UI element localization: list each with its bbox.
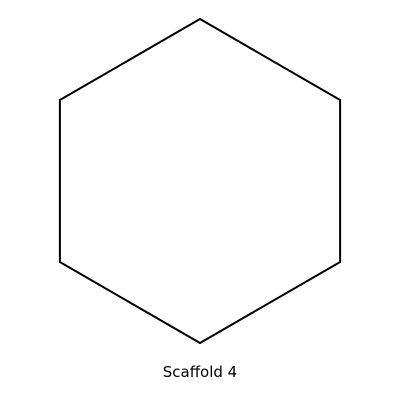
ring-bond-6 (58, 18, 201, 101)
ring-bond-3 (199, 261, 342, 344)
scaffold-caption: Scaffold 4 (162, 363, 238, 381)
ring-bond-4 (58, 261, 201, 344)
ring-bond-1 (199, 18, 342, 101)
